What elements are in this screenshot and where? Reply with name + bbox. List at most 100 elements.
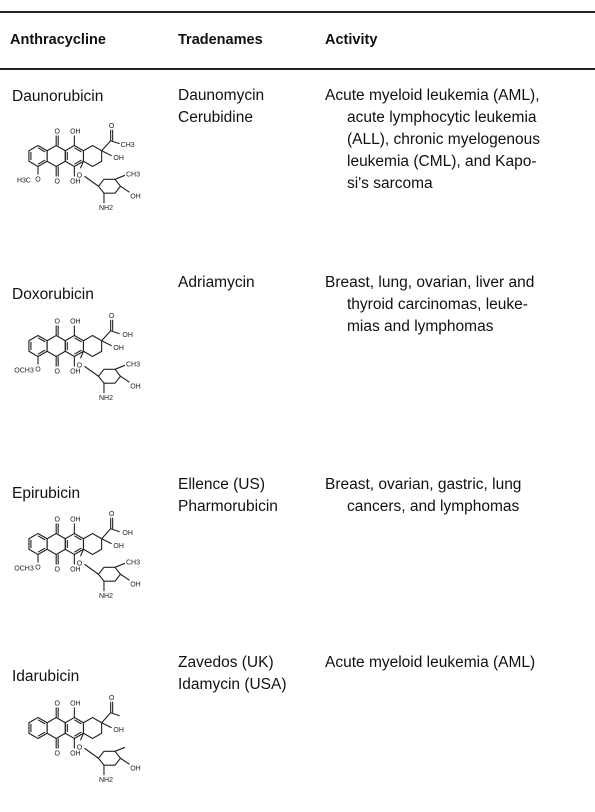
activity-daunorubicin: Acute myeloid leukemia (AML), acute lymp… — [325, 85, 593, 195]
tradename: Adriamycin — [178, 274, 255, 291]
activity-line: Acute myeloid leukemia (AML), — [325, 87, 540, 104]
bond — [79, 733, 84, 741]
oxygen-label: O — [109, 695, 115, 702]
tradename: Pharmorubicin — [178, 498, 278, 515]
bond — [114, 364, 126, 370]
ring — [64, 144, 85, 168]
activity-epirubicin: Breast, ovarian, gastric, lung cancers, … — [325, 474, 593, 518]
double-bond — [37, 147, 46, 153]
bond — [120, 757, 130, 765]
bond — [101, 140, 112, 152]
tradename: Cerubidine — [178, 109, 253, 126]
tradenames-daunorubicin: Daunomycin Cerubidine — [178, 85, 264, 129]
activity-line: acute lymphocytic leukemia — [347, 109, 537, 126]
ring — [28, 716, 48, 740]
bond — [114, 562, 126, 568]
ring — [46, 716, 66, 740]
header-activity: Activity — [325, 32, 378, 48]
oxygen-label: O — [109, 123, 115, 130]
oxygen-label: O — [54, 129, 60, 136]
sugar-ring — [97, 178, 122, 194]
hydroxyl-label: OH — [70, 517, 81, 524]
header-anthracycline: Anthracycline — [10, 32, 106, 48]
bond — [120, 573, 130, 581]
hydroxyl-label: OH — [113, 155, 124, 162]
bond — [114, 174, 126, 180]
bond — [101, 330, 112, 342]
oxygen-label: O — [77, 744, 83, 751]
tradename: Daunomycin — [178, 87, 265, 104]
hydroxyl-label: OH — [113, 727, 124, 734]
oxygen-label: O — [54, 751, 60, 758]
amine-label: NH2 — [99, 593, 113, 600]
anthracycline-name-epirubicin: Epirubicin — [12, 485, 81, 502]
activity-line: thyroid carcinomas, leuke- — [347, 296, 528, 313]
ring — [64, 532, 85, 556]
double-bond — [37, 535, 46, 541]
methyl-label: CH3 — [121, 142, 135, 149]
bond — [110, 140, 120, 145]
ring — [82, 334, 103, 358]
hydroxyl-label: OH — [70, 701, 81, 708]
methoxy-label: H3C — [17, 178, 31, 185]
bond — [79, 351, 84, 359]
double-bond — [37, 159, 46, 165]
bond — [110, 528, 120, 533]
bond — [114, 746, 126, 752]
double-bond — [74, 535, 82, 541]
bond — [101, 340, 112, 347]
oxygen-label: O — [54, 369, 60, 376]
double-bond — [37, 349, 46, 355]
ring — [64, 716, 85, 740]
amine-label: NH2 — [99, 777, 113, 784]
hydroxyl-label: OH — [113, 345, 124, 352]
header-tradenames: Tradenames — [178, 32, 263, 48]
activity-line: Breast, ovarian, gastric, lung — [325, 476, 522, 493]
bond — [101, 528, 112, 540]
methyl-label: OH — [122, 530, 133, 537]
ring — [82, 716, 103, 740]
bond — [101, 712, 112, 724]
oxygen-label: O — [35, 177, 41, 184]
methoxy-label: OCH3 — [14, 566, 34, 573]
activity-line: leukemia (CML), and Kapo- — [347, 153, 537, 170]
oxygen-label: O — [77, 172, 83, 179]
hydroxyl-label: OH — [70, 369, 81, 376]
double-bond — [74, 337, 82, 343]
tradenames-idarubicin: Zavedos (UK) Idamycin (USA) — [178, 652, 287, 696]
oxygen-label: O — [109, 313, 115, 320]
double-bond — [74, 547, 82, 553]
hydroxyl-label: OH — [70, 179, 81, 186]
bond — [110, 330, 120, 335]
oxygen-label: O — [54, 319, 60, 326]
methyl-label: CH3 — [126, 361, 140, 368]
methyl-label: CH3 — [126, 559, 140, 566]
methoxy-label: OCH3 — [14, 368, 34, 375]
oxygen-label: O — [77, 560, 83, 567]
anthracycline-name-daunorubicin: Daunorubicin — [12, 88, 104, 105]
methyl-label: OH — [122, 332, 133, 339]
activity-doxorubicin: Breast, lung, ovarian, liver and thyroid… — [325, 272, 593, 338]
double-bond — [74, 147, 82, 153]
oxygen-label: O — [77, 362, 83, 369]
table-top-rule — [0, 11, 595, 13]
methyl-label: CH3 — [126, 171, 140, 178]
bond — [84, 563, 99, 575]
hydroxyl-label: OH — [70, 129, 81, 136]
activity-line: cancers, and lymphomas — [347, 498, 520, 515]
anthracycline-name-idarubicin: Idarubicin — [12, 668, 80, 685]
bond — [120, 375, 130, 383]
ring — [82, 532, 103, 556]
activity-line: Acute myeloid leukemia (AML) — [325, 654, 536, 671]
bond — [110, 712, 120, 717]
ring — [28, 144, 48, 168]
oxygen-label: O — [54, 179, 60, 186]
oxygen-label: O — [35, 565, 41, 572]
oxygen-label: O — [54, 567, 60, 574]
ring — [46, 144, 66, 168]
activity-line: (ALL), chronic myelogenous — [347, 131, 540, 148]
bond — [120, 185, 130, 193]
